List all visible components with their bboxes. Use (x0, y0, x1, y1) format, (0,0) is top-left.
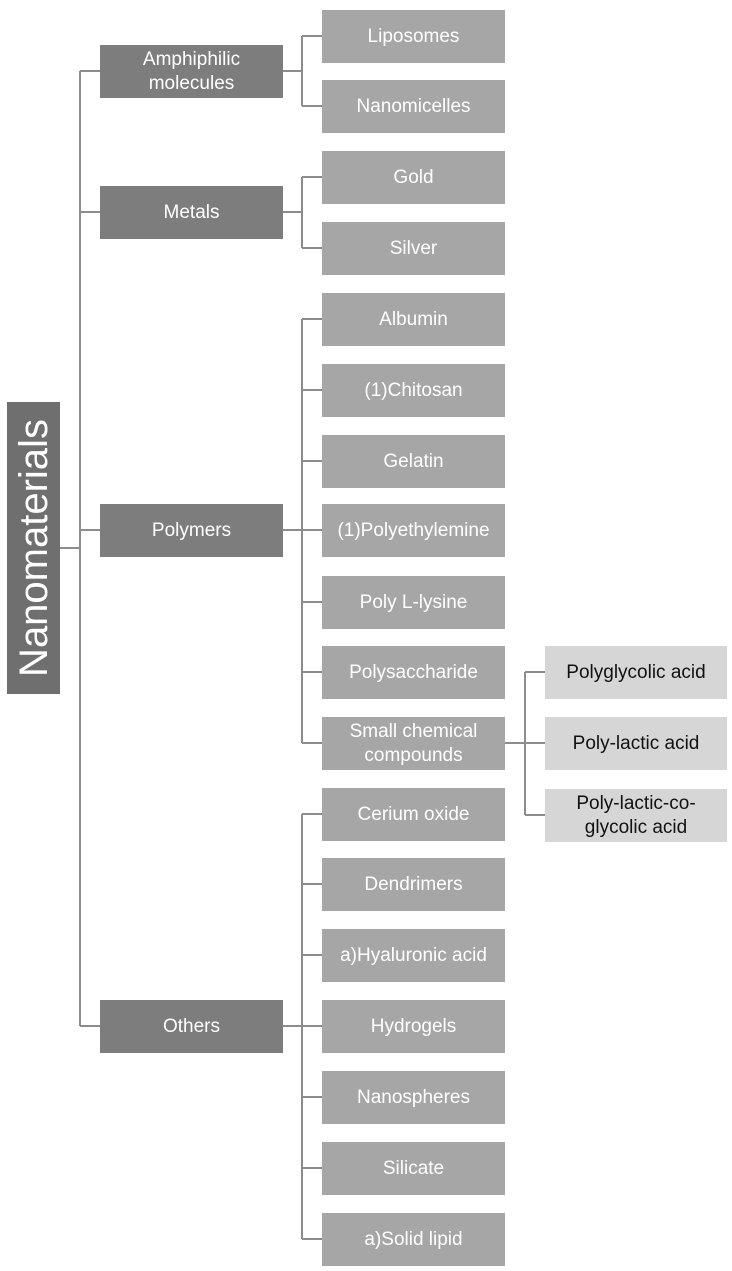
item-polyethylemine: (1)Polyethylemine (322, 504, 505, 557)
item-liposomes: Liposomes (322, 10, 505, 63)
item-nanospheres: Nanospheres (322, 1071, 505, 1124)
item-nanomicelles: Nanomicelles (322, 80, 505, 133)
subitem-poly-lactic-acid: Poly-lactic acid (545, 717, 727, 770)
subitem-polyglycolic-acid: Polyglycolic acid (545, 646, 727, 699)
item-chitosan: (1)Chitosan (322, 364, 505, 417)
item-dendrimers: Dendrimers (322, 858, 505, 911)
root-node: Nanomaterials (7, 402, 60, 694)
item-cerium-oxide: Cerium oxide (322, 788, 505, 841)
item-polysaccharide: Polysaccharide (322, 646, 505, 699)
item-hyaluronic-acid: a)Hyaluronic acid (322, 929, 505, 982)
item-gold: Gold (322, 151, 505, 204)
root-label: Nanomaterials (11, 419, 56, 677)
category-polymers: Polymers (100, 504, 283, 557)
item-hydrogels: Hydrogels (322, 1000, 505, 1053)
category-others: Others (100, 1000, 283, 1053)
item-albumin: Albumin (322, 293, 505, 346)
item-poly-l-lysine: Poly L-lysine (322, 576, 505, 629)
category-metals: Metals (100, 186, 283, 239)
subitem-poly-lactic-co-glycolic-acid: Poly-lactic-co-glycolic acid (545, 789, 727, 842)
item-silicate: Silicate (322, 1142, 505, 1195)
item-silver: Silver (322, 222, 505, 275)
item-small-chemical-compounds: Small chemical compounds (322, 717, 505, 770)
item-solid-lipid: a)Solid lipid (322, 1213, 505, 1266)
category-amphiphilic-molecules: Amphiphilic molecules (100, 45, 283, 98)
item-gelatin: Gelatin (322, 435, 505, 488)
